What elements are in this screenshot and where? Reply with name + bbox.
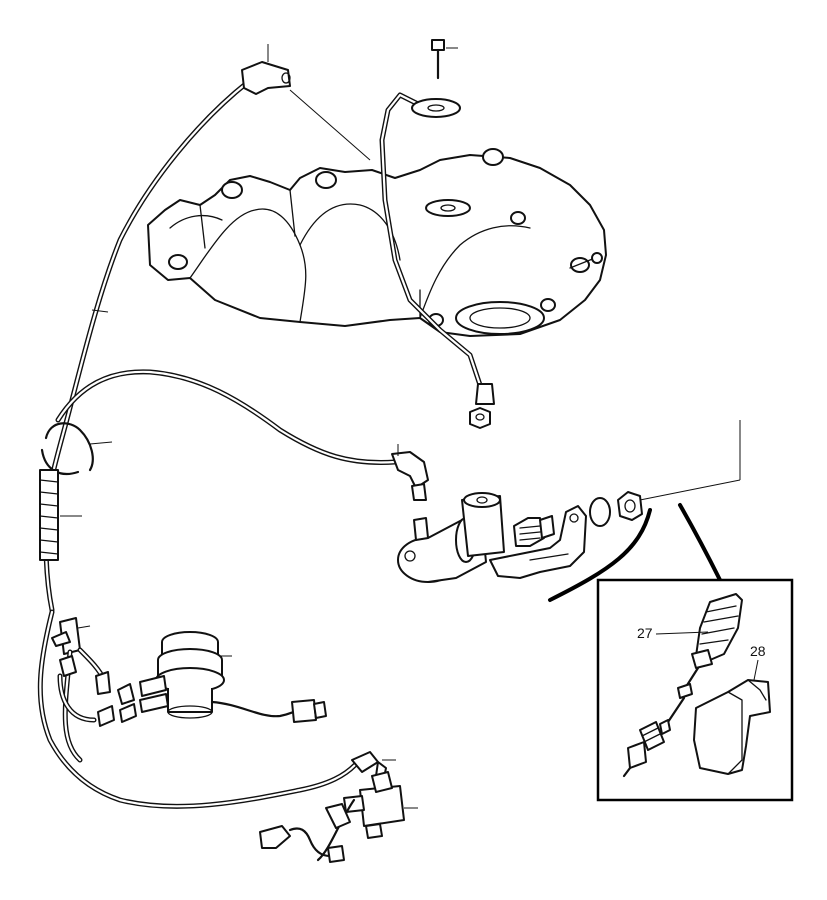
callout-27: 27 xyxy=(637,625,653,641)
nut xyxy=(617,491,643,521)
sensor-lead-line xyxy=(639,479,741,501)
t-connector xyxy=(37,609,358,809)
hose-sleeve xyxy=(39,469,82,561)
egr-pipe xyxy=(379,39,495,429)
gasket-ring xyxy=(589,497,611,527)
clip-28 xyxy=(693,659,771,775)
mounting-bracket xyxy=(489,505,587,579)
vacuum-hose-loop xyxy=(55,369,429,501)
vacuum-solenoid-valve xyxy=(139,631,327,723)
egr-valve-assembly xyxy=(397,492,505,583)
callout-28: 28 xyxy=(750,643,766,659)
electro-valve xyxy=(316,751,418,862)
hose-elbow-small xyxy=(259,825,345,863)
sensor-fitting xyxy=(513,515,555,547)
vacuum-hose-main xyxy=(43,44,371,613)
section-line xyxy=(548,508,652,602)
sensor-27 xyxy=(622,593,743,778)
detail-box: 27 28 xyxy=(596,578,794,802)
exhaust-manifold xyxy=(147,148,607,337)
detail-pointer xyxy=(678,503,722,582)
